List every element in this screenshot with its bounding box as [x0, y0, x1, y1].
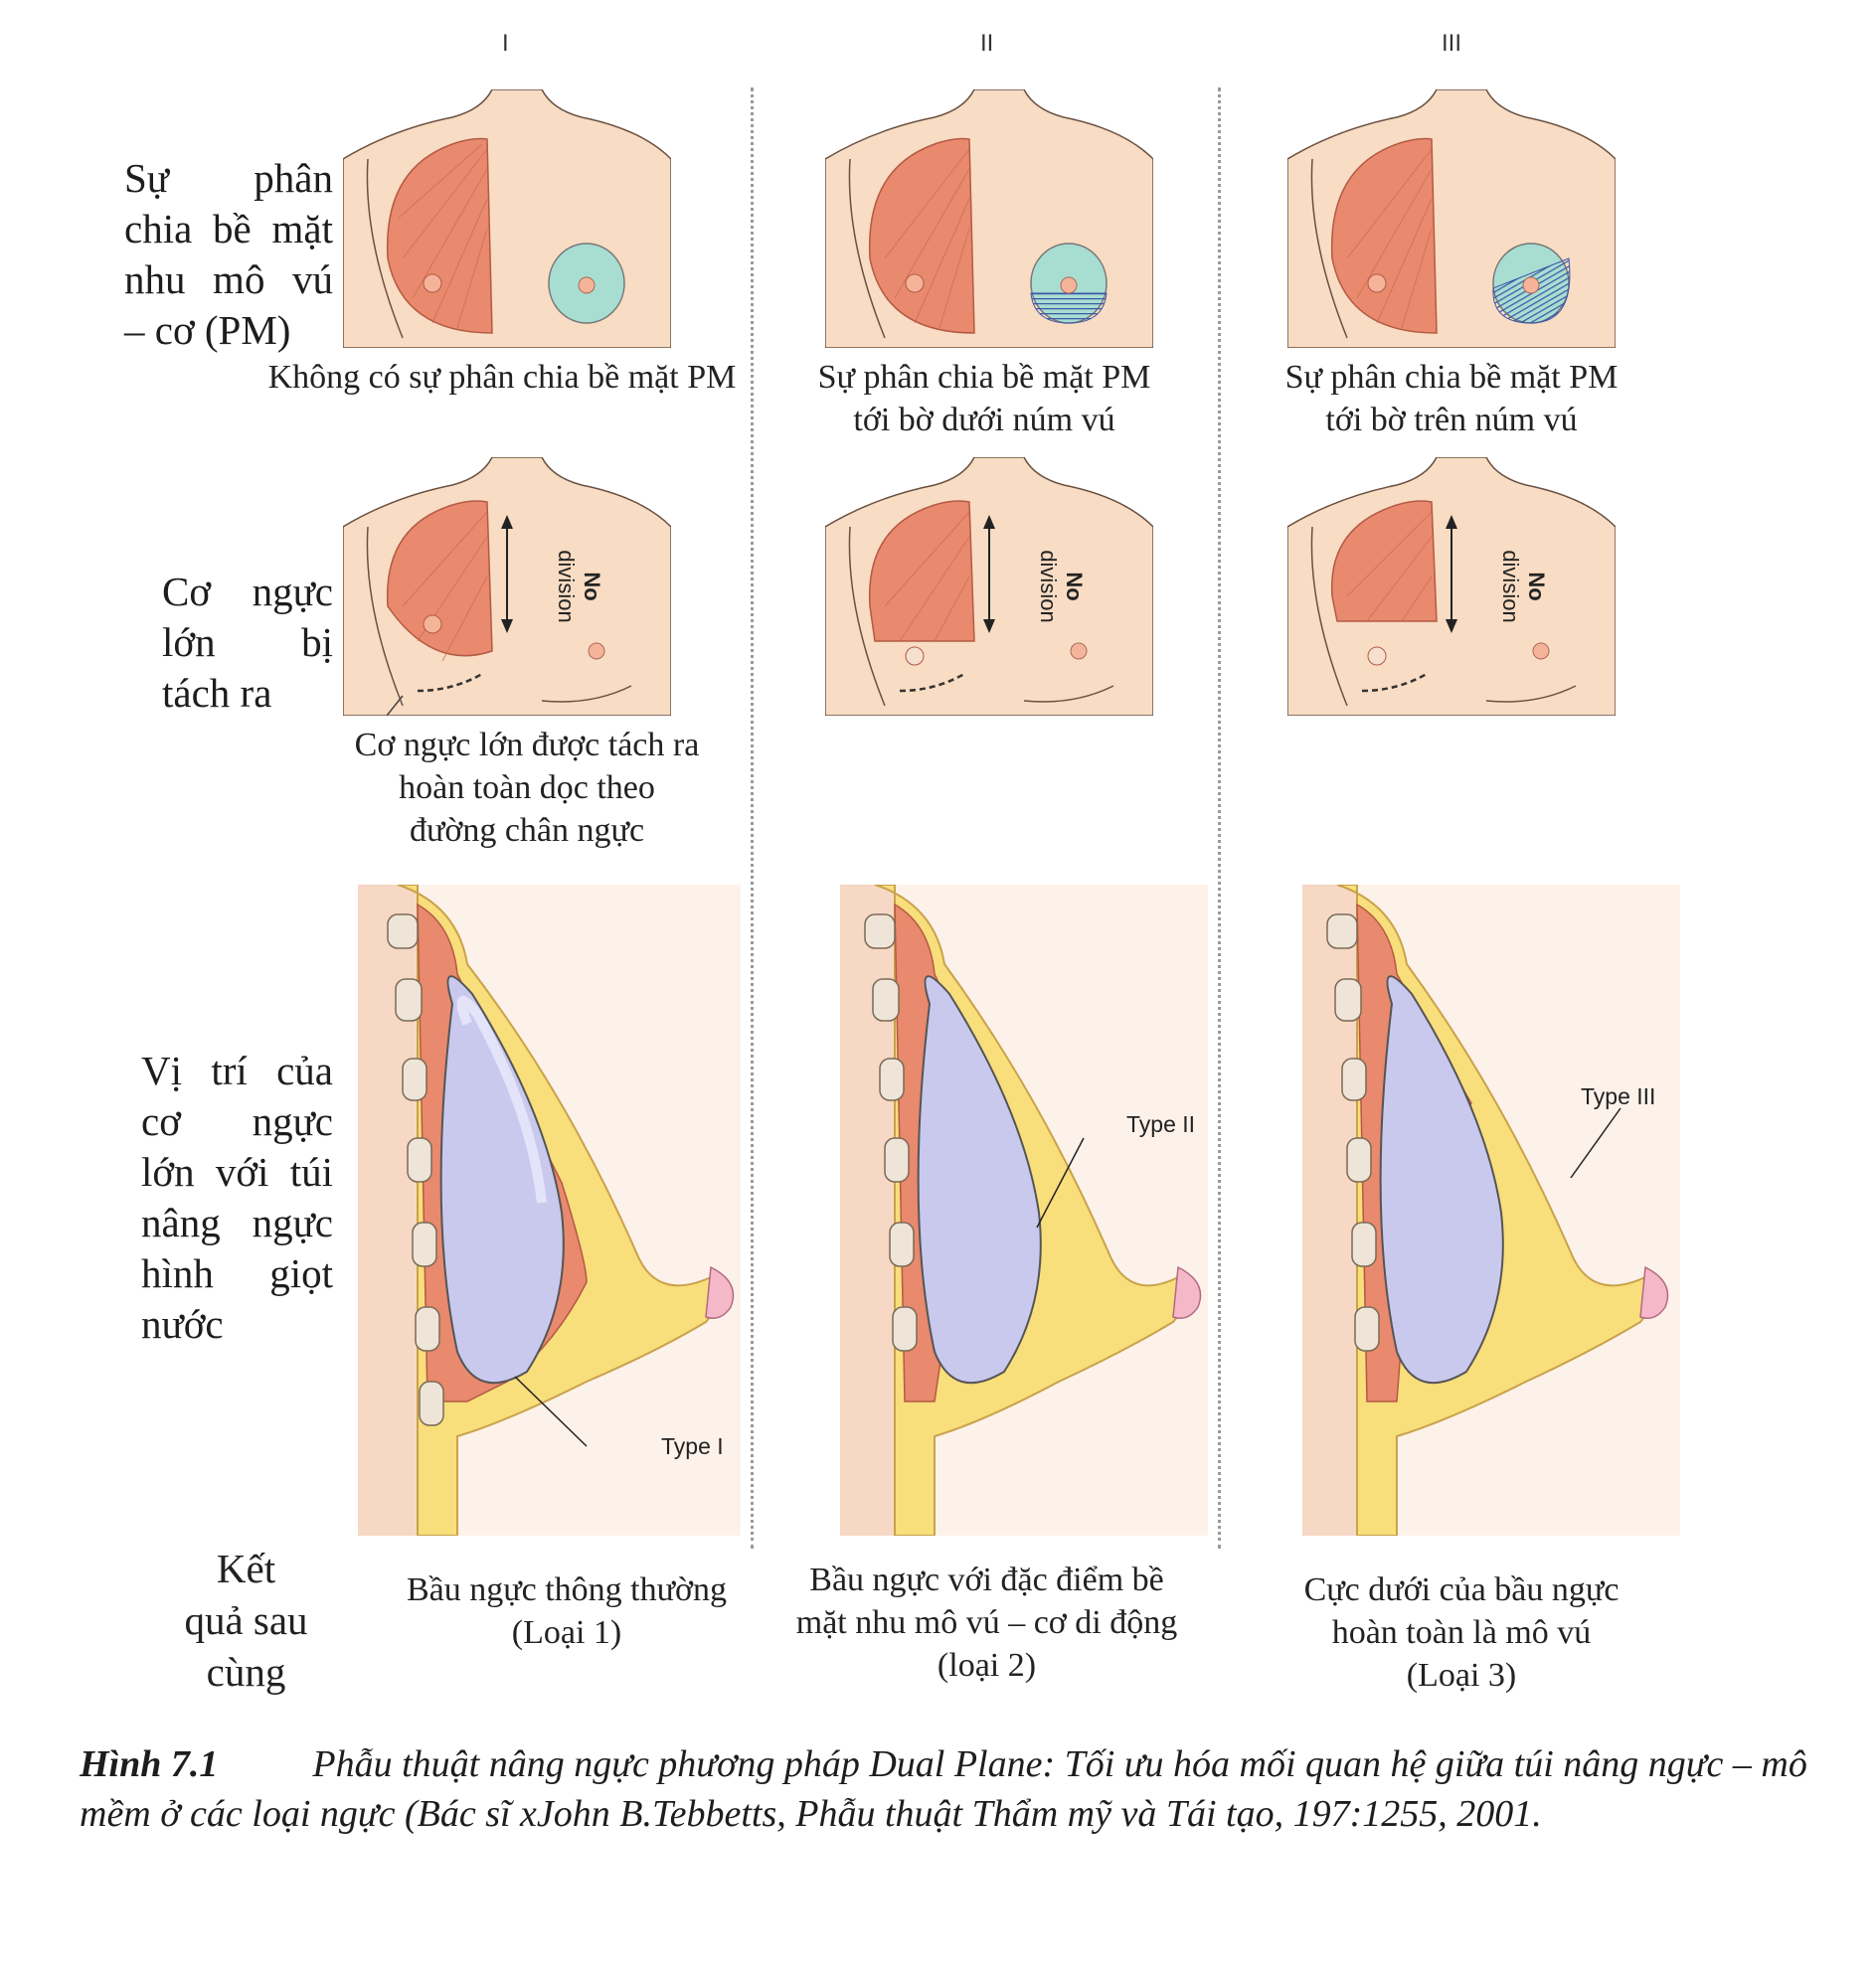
figure-caption-text: Phẫu thuật nâng ngực phương pháp Dual Pl…	[80, 1743, 1807, 1835]
column-label-ii: II	[980, 30, 993, 58]
surface-caption-i: Không có sự phân chia bề mặt PM	[249, 356, 756, 399]
column-label-i: I	[502, 30, 509, 58]
torso-diagram-surface-iii	[1287, 89, 1616, 348]
cross-section-diagram-iii	[1302, 885, 1680, 1536]
torso-diagram-surface-ii	[825, 89, 1153, 348]
result-caption-i: Bầu ngực thông thường(Loại 1)	[378, 1568, 756, 1654]
torso-diagram-division-i	[343, 457, 671, 716]
type-label-iii: Type III	[1581, 1083, 1655, 1110]
column-divider	[1218, 87, 1221, 1549]
torso-diagram-surface-i	[343, 89, 671, 348]
torso-diagram-division-iii	[1287, 457, 1616, 716]
type-label-i: Type I	[661, 1433, 724, 1460]
type-label-ii: Type II	[1126, 1111, 1195, 1138]
cross-section-diagram-ii	[840, 885, 1208, 1536]
torso-diagram-division-ii	[825, 457, 1153, 716]
column-divider	[751, 87, 754, 1549]
figure-number: Hình 7.1	[80, 1743, 218, 1785]
column-label-iii: III	[1442, 30, 1461, 58]
